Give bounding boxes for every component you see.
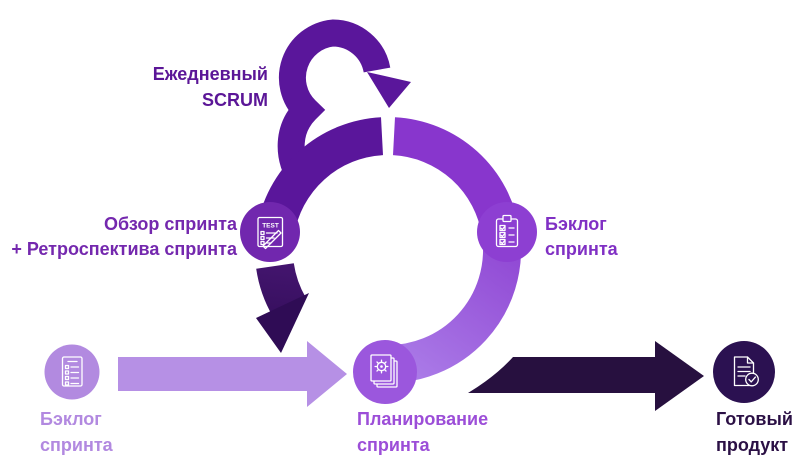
input-backlog-label-line1: Бэклог	[40, 409, 102, 429]
sprint-planning-label-line2: спринта	[357, 435, 430, 455]
document-check-icon	[733, 356, 759, 387]
final-product-label: Готовый продукт	[716, 406, 793, 458]
pencil-icon	[262, 229, 282, 250]
ring-segment-bottom-left	[256, 262, 307, 317]
test-document-with-pencil-icon: TEST	[257, 216, 284, 250]
daily-scrum-label: Ежедневный SCRUM	[153, 61, 268, 113]
review-retro-label-line2: + Ретроспектива спринта	[11, 239, 237, 259]
review-retro-label: Обзор спринта + Ретроспектива спринта	[11, 212, 237, 262]
clipboard-checklist-icon	[495, 214, 519, 248]
sprint-backlog-label: Бэклог спринта	[545, 212, 618, 262]
test-icon-label: TEST	[262, 223, 279, 230]
sprint-planning-label-line1: Планирование	[357, 409, 489, 429]
daily-scrum-loop-arrowhead	[367, 72, 411, 108]
check-badge-icon	[745, 372, 759, 387]
input-backlog-label: Бэклог спринта	[40, 406, 113, 458]
checklist-sheet-icon	[61, 356, 83, 387]
daily-scrum-label-line1: Ежедневный	[152, 64, 268, 84]
sprint-backlog-label-line1: Бэклог	[545, 214, 607, 234]
ring-segment-bottom-left-arrowhead	[256, 293, 309, 353]
daily-scrum-label-line2: SCRUM	[202, 90, 268, 110]
sprint-backlog-label-line2: спринта	[545, 239, 618, 259]
review-retro-node-circle	[240, 202, 300, 262]
daily-scrum-loop-arrow	[277, 19, 391, 188]
planning-to-product-arrow	[468, 341, 704, 411]
final-product-label-line1: Готовый	[716, 409, 793, 429]
backlog-to-planning-arrow	[118, 341, 347, 407]
final-product-label-line2: продукт	[716, 435, 789, 455]
documents-stack-gear-icon	[370, 354, 398, 388]
ring-segment-bottom-right	[384, 236, 521, 384]
review-retro-label-line1: Обзор спринта	[103, 214, 237, 234]
sprint-backlog-node-circle	[477, 202, 537, 262]
input-backlog-label-line2: спринта	[40, 435, 113, 455]
sprint-planning-label: Планирование спринта	[357, 406, 488, 458]
